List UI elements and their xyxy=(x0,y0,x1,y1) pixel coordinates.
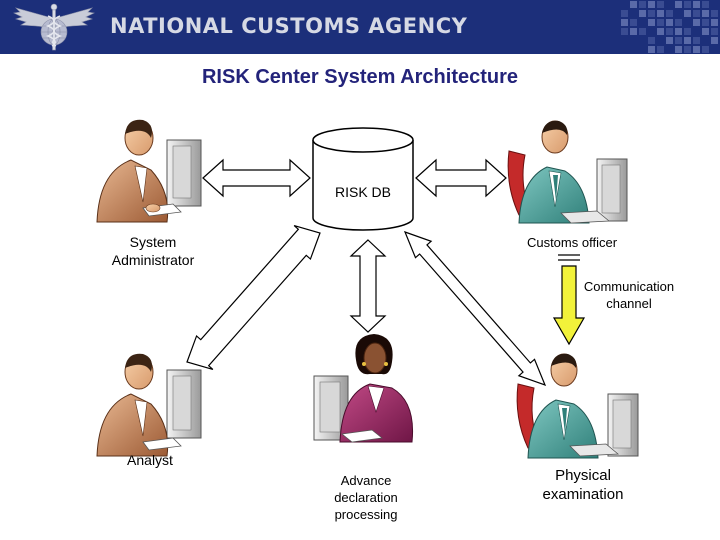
decorative-square xyxy=(702,28,709,35)
decorative-square xyxy=(648,19,655,26)
decorative-squares-pattern xyxy=(621,1,718,53)
decorative-square xyxy=(621,19,628,26)
agency-name: NATIONAL CUSTOMS AGENCY xyxy=(110,14,468,38)
decorative-square xyxy=(693,37,700,44)
decorative-square xyxy=(693,19,700,26)
risk-db-cylinder xyxy=(312,127,414,231)
connection-arrows xyxy=(186,158,547,387)
decorative-square xyxy=(684,1,691,8)
physical-examination-figure xyxy=(516,353,639,459)
decorative-square xyxy=(711,28,718,35)
physical-examination-label: Physical examination xyxy=(542,467,624,503)
decorative-square xyxy=(648,37,655,44)
decorative-square xyxy=(711,19,718,26)
decorative-square xyxy=(702,1,709,8)
decorative-square xyxy=(702,10,709,17)
communication-channel-label: Communication channel xyxy=(583,279,675,311)
analyst-figure xyxy=(96,353,202,457)
decorative-square xyxy=(702,46,709,53)
analyst-label: Analyst xyxy=(127,452,173,468)
arrow-admin-db xyxy=(202,158,311,198)
decorative-square xyxy=(702,19,709,26)
decorative-square xyxy=(657,28,664,35)
decorative-square xyxy=(711,37,718,44)
decorative-square xyxy=(693,46,700,53)
arrow-db-officer xyxy=(415,158,507,198)
advance-declaration-figure xyxy=(313,334,414,443)
header-bar: NATIONAL CUSTOMS AGENCY xyxy=(0,0,720,54)
decorative-square xyxy=(675,37,682,44)
arrow-db-advance xyxy=(349,239,387,333)
arrow-db-physical xyxy=(403,230,547,387)
decorative-square xyxy=(657,10,664,17)
decorative-square xyxy=(621,28,628,35)
decorative-square xyxy=(630,28,637,35)
decorative-square xyxy=(666,19,673,26)
decorative-square xyxy=(648,10,655,17)
decorative-square xyxy=(630,19,637,26)
decorative-square xyxy=(657,1,664,8)
decorative-square xyxy=(657,19,664,26)
decorative-square xyxy=(684,10,691,17)
decorative-square xyxy=(675,28,682,35)
system-administrator-label: System Administrator xyxy=(111,234,195,268)
decorative-square xyxy=(693,1,700,8)
customs-officer-figure xyxy=(507,120,628,224)
decorative-square xyxy=(711,10,718,17)
advance-declaration-label: Advance declaration processing xyxy=(334,473,398,522)
decorative-square xyxy=(666,10,673,17)
agency-logo-icon xyxy=(13,3,95,51)
decorative-square xyxy=(675,1,682,8)
slide-title: RISK Center System Architecture xyxy=(201,66,519,88)
decorative-square xyxy=(657,46,664,53)
decorative-square xyxy=(675,46,682,53)
decorative-square xyxy=(684,37,691,44)
arrow-db-analyst xyxy=(186,225,321,370)
decorative-square xyxy=(684,46,691,53)
decorative-square xyxy=(693,10,700,17)
decorative-square xyxy=(639,28,646,35)
decorative-square xyxy=(630,1,637,8)
customs-officer-label: Customs officer xyxy=(526,235,618,250)
decorative-square xyxy=(648,46,655,53)
decorative-square xyxy=(684,28,691,35)
decorative-square xyxy=(666,28,673,35)
decorative-square xyxy=(639,1,646,8)
decorative-square xyxy=(666,37,673,44)
decorative-square xyxy=(648,1,655,8)
risk-db-label: RISK DB xyxy=(334,184,391,200)
decorative-square xyxy=(675,19,682,26)
decorative-square xyxy=(621,10,628,17)
system-administrator-figure xyxy=(96,119,202,223)
communication-channel-arrow xyxy=(552,254,586,346)
decorative-square xyxy=(639,10,646,17)
